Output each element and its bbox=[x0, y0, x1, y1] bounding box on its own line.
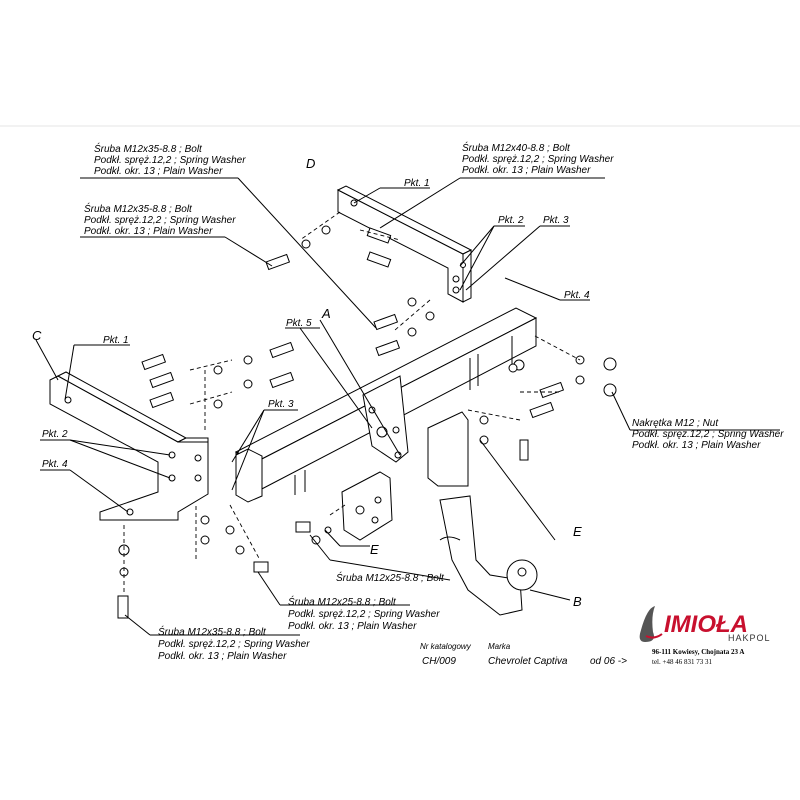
svg-text:CH/009: CH/009 bbox=[422, 656, 456, 667]
label-pkt2-left: Pkt. 2 bbox=[42, 429, 68, 440]
label-bolt-bottom-left: Śruba M12x35-8.8 ; Bolt Podkł. spręż.12,… bbox=[158, 625, 310, 662]
label-nut-right: Nakrętka M12 ; Nut Podkł. spręż.12,2 ; S… bbox=[632, 418, 784, 451]
svg-text:Podkł. okr. 13 ; Plain Washer: Podkł. okr. 13 ; Plain Washer bbox=[158, 651, 287, 662]
label-pkt2-top: Pkt. 2 bbox=[498, 215, 524, 226]
svg-text:Podkł. spręż.12,2 ; Spring Was: Podkł. spręż.12,2 ; Spring Washer bbox=[462, 154, 614, 165]
svg-text:Śruba M12x25-8.8 ; Bolt: Śruba M12x25-8.8 ; Bolt bbox=[288, 595, 397, 608]
letter-e-center: E bbox=[370, 542, 379, 557]
label-pkt4-left: Pkt. 4 bbox=[42, 459, 68, 470]
svg-text:Podkł. spręż.12,2 ; Spring Was: Podkł. spręż.12,2 ; Spring Washer bbox=[84, 215, 236, 226]
leader-lines bbox=[35, 177, 780, 636]
label-bolt-bottom-mid: Śruba M12x25-8.8 ; Bolt Podkł. spręż.12,… bbox=[288, 595, 440, 632]
svg-text:IMIOŁA: IMIOŁA bbox=[664, 611, 748, 638]
svg-text:HAKPOL: HAKPOL bbox=[728, 633, 771, 643]
hook-icon bbox=[639, 606, 655, 642]
svg-text:Nr katalogowy: Nr katalogowy bbox=[420, 642, 472, 651]
svg-text:Chevrolet Captiva: Chevrolet Captiva bbox=[488, 656, 568, 667]
svg-text:Podkł. okr. 13 ; Plain Washer: Podkł. okr. 13 ; Plain Washer bbox=[462, 165, 591, 176]
logo-phone: tel. +48 46 831 73 31 bbox=[652, 658, 712, 666]
letter-d: D bbox=[306, 156, 315, 171]
bracket-c bbox=[49, 371, 209, 521]
letter-b: B bbox=[573, 594, 582, 609]
label-pkt1-top: Pkt. 1 bbox=[404, 178, 430, 189]
svg-text:Podkł. okr. 13 ; Plain Washer: Podkł. okr. 13 ; Plain Washer bbox=[632, 440, 761, 451]
fasteners bbox=[117, 225, 617, 619]
svg-text:Podkł. okr. 13 ; Plain Washer: Podkł. okr. 13 ; Plain Washer bbox=[84, 226, 213, 237]
towball-b bbox=[439, 495, 538, 616]
label-pkt1-left: Pkt. 1 bbox=[103, 335, 129, 346]
svg-text:Podkł. okr. 13 ; Plain Washer: Podkł. okr. 13 ; Plain Washer bbox=[288, 621, 417, 632]
svg-text:Śruba M12x40-8.8 ; Bolt: Śruba M12x40-8.8 ; Bolt bbox=[462, 141, 571, 154]
letter-e-right: E bbox=[573, 524, 582, 539]
label-bolt-d-mid: Śruba M12x35-8.8 ; Bolt Podkł. spręż.12,… bbox=[84, 202, 236, 237]
svg-text:Śruba M12x35-8.8 ; Bolt: Śruba M12x35-8.8 ; Bolt bbox=[94, 142, 203, 155]
label-bolt-d-top: Śruba M12x35-8.8 ; Bolt Podkł. spręż.12,… bbox=[94, 142, 246, 177]
svg-text:Nakrętka M12 ; Nut: Nakrętka M12 ; Nut bbox=[632, 418, 719, 429]
label-bolt-e: Śruba M12x25-8.8 ; Bolt bbox=[336, 571, 445, 584]
svg-text:Podkł. spręż.12,2 ; Spring Was: Podkł. spręż.12,2 ; Spring Washer bbox=[632, 429, 784, 440]
ball-mount-plate-e bbox=[341, 411, 469, 541]
catalog-info: Nr katalogowy CH/009 Marka Chevrolet Cap… bbox=[420, 642, 627, 667]
svg-text:Marka: Marka bbox=[488, 642, 511, 651]
label-pkt3-left: Pkt. 3 bbox=[268, 399, 294, 410]
svg-text:od 06 ->: od 06 -> bbox=[590, 656, 627, 667]
svg-text:Podkł. spręż.12,2 ; Spring Was: Podkł. spręż.12,2 ; Spring Washer bbox=[94, 155, 246, 166]
svg-text:Podkł. spręż.12,2 ; Spring Was: Podkł. spręż.12,2 ; Spring Washer bbox=[288, 609, 440, 620]
svg-text:Podkł. okr. 13 ; Plain Washer: Podkł. okr. 13 ; Plain Washer bbox=[94, 166, 223, 177]
bracket-d bbox=[336, 185, 473, 303]
svg-text:Śruba M12x35-8.8 ; Bolt: Śruba M12x35-8.8 ; Bolt bbox=[84, 202, 193, 215]
label-pkt4-top: Pkt. 4 bbox=[564, 290, 590, 301]
label-pkt3-top: Pkt. 3 bbox=[543, 215, 569, 226]
letter-a: A bbox=[321, 306, 331, 321]
label-bolt-right-top: Śruba M12x40-8.8 ; Bolt Podkł. spręż.12,… bbox=[462, 141, 614, 176]
svg-text:Śruba M12x35-8.8 ; Bolt: Śruba M12x35-8.8 ; Bolt bbox=[158, 625, 267, 638]
letter-c: C bbox=[32, 328, 42, 343]
svg-text:Podkł. spręż.12,2 ; Spring Was: Podkł. spręż.12,2 ; Spring Washer bbox=[158, 639, 310, 650]
label-pkt5: Pkt. 5 bbox=[286, 318, 312, 329]
assembly-lines bbox=[123, 211, 581, 594]
imiola-logo: IMIOŁA HAKPOL 96-111 Kowiesy, Chojnata 2… bbox=[639, 606, 771, 666]
logo-address: 96-111 Kowiesy, Chojnata 23 A bbox=[652, 648, 744, 656]
